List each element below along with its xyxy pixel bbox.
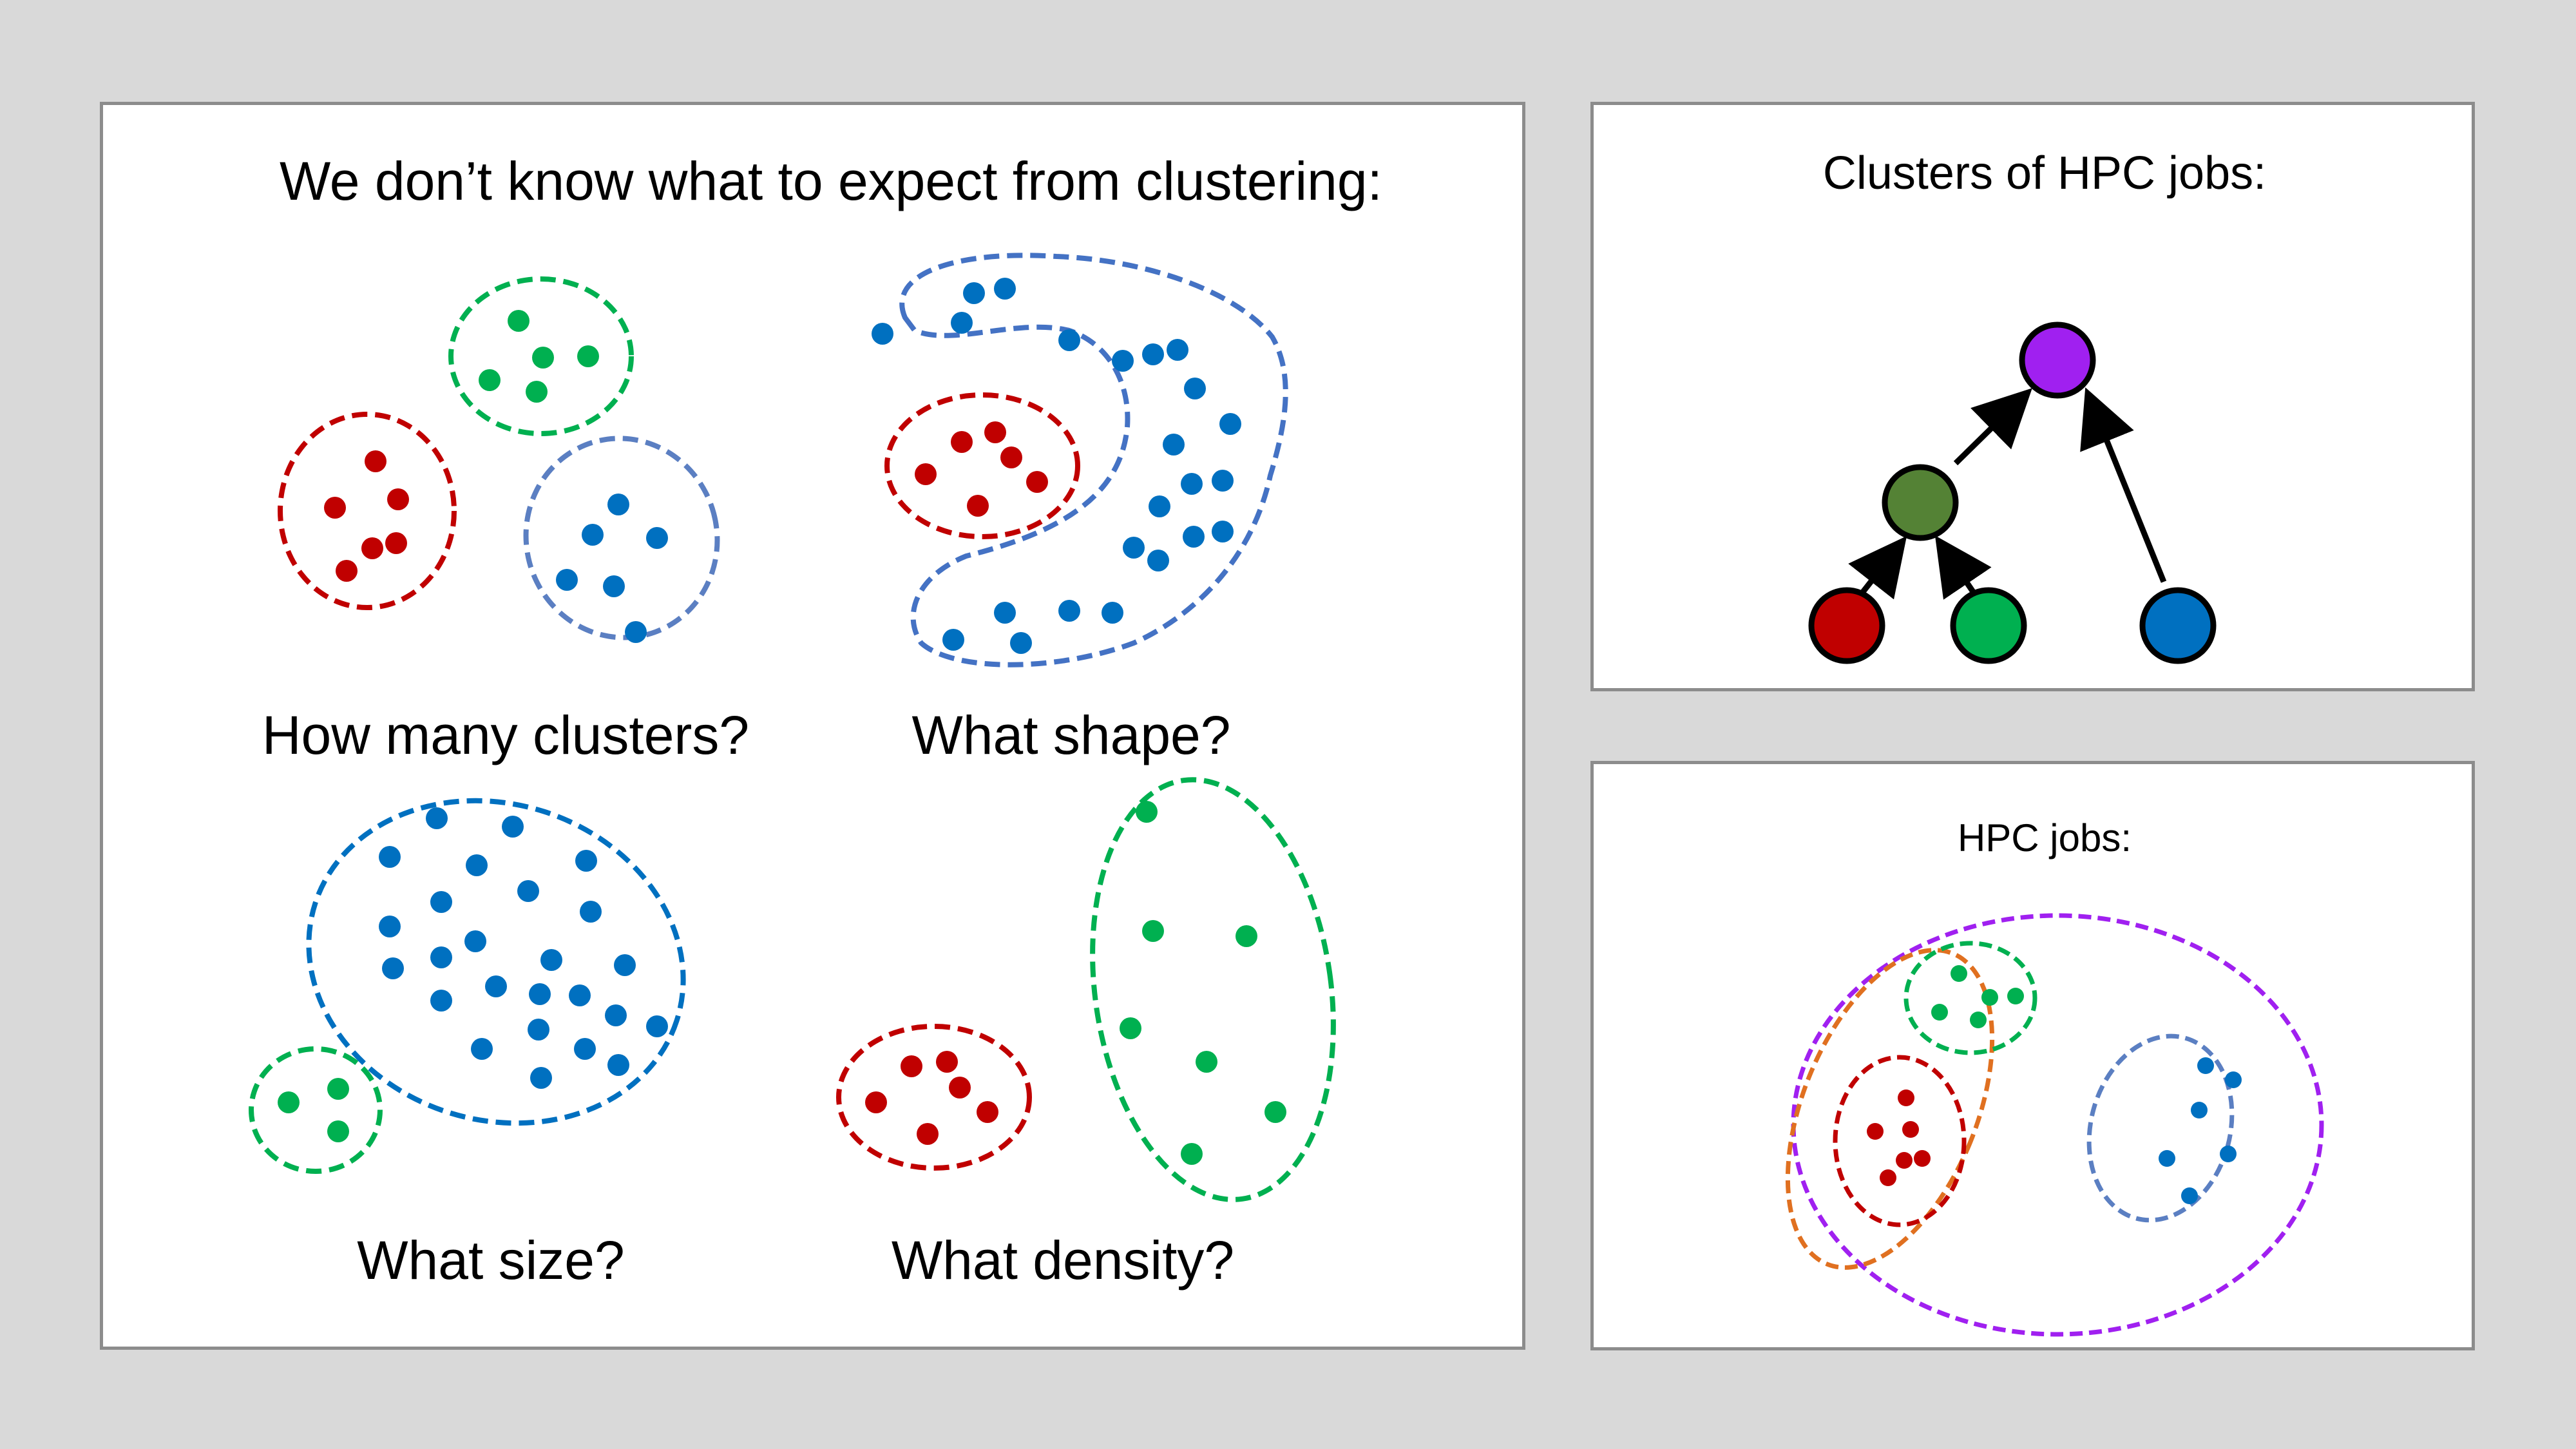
density-points-green: [1120, 801, 1286, 1165]
size-points-green: [278, 1078, 349, 1142]
edge-green-to-olive: [1934, 535, 1992, 600]
clustering-examples-drawing: [249, 253, 1336, 1202]
main-title: We don’t know what to expect from cluste…: [280, 151, 1382, 211]
outline-orange-group: [1785, 948, 1995, 1270]
hpc-jobs-drawing: [1785, 913, 2324, 1337]
cluster-outline-green: [448, 276, 634, 436]
cluster-points-green: [479, 310, 599, 403]
caption-how-many: How many clusters?: [262, 705, 750, 765]
cluster-outline-sparse-green: [1090, 777, 1336, 1202]
tree-edges: [1848, 387, 2167, 600]
jobs-points-red: [1867, 1089, 1931, 1186]
node-purple: [2019, 321, 2096, 399]
cluster-tree-drawing: [1808, 321, 2217, 664]
node-green: [1950, 587, 2027, 664]
jobs-points-green: [1931, 965, 2024, 1028]
hierarchy-title: Clusters of HPC jobs:: [1822, 148, 2267, 199]
cluster-outline-dense-red: [836, 1024, 1032, 1171]
jobs-title: HPC jobs:: [1957, 816, 2132, 859]
outline-blue-group: [2086, 1033, 2235, 1223]
cluster-outline-inner-red: [884, 392, 1080, 539]
shape-points-blue: [872, 278, 1241, 654]
cluster-points-blue: [556, 494, 668, 643]
cluster-outline-red: [278, 412, 457, 610]
outline-green-group: [1903, 941, 2037, 1055]
cluster-hierarchy-panel: Clusters of HPC jobs:: [1590, 102, 2475, 691]
shape-points-red: [915, 421, 1048, 517]
edge-red-to-olive: [1848, 535, 1907, 600]
node-olive: [1882, 464, 1959, 541]
clustering-questions-panel: We don’t know what to expect from cluste…: [100, 102, 1525, 1350]
cluster-points-red: [324, 450, 409, 582]
edge-olive-to-purple: [1953, 388, 2032, 466]
caption-density: What density?: [891, 1230, 1235, 1291]
cluster-outline-small-green: [249, 1046, 383, 1174]
density-points-red: [865, 1051, 998, 1145]
size-points-blue: [379, 807, 668, 1089]
node-red: [1808, 587, 1885, 664]
cluster-outline-blue: [523, 436, 720, 640]
caption-shape: What shape?: [911, 705, 1231, 765]
cluster-outline-crescent: [899, 253, 1288, 667]
cluster-outline-large-blue: [306, 798, 686, 1126]
jobs-points-blue: [2159, 1057, 2242, 1204]
node-blue: [2139, 587, 2217, 664]
edge-blue-to-purple: [2080, 387, 2167, 583]
caption-size: What size?: [357, 1230, 625, 1291]
tree-nodes: [1808, 321, 2217, 664]
outline-red-group: [1833, 1055, 1967, 1227]
hpc-jobs-panel: HPC jobs:: [1590, 761, 2475, 1350]
